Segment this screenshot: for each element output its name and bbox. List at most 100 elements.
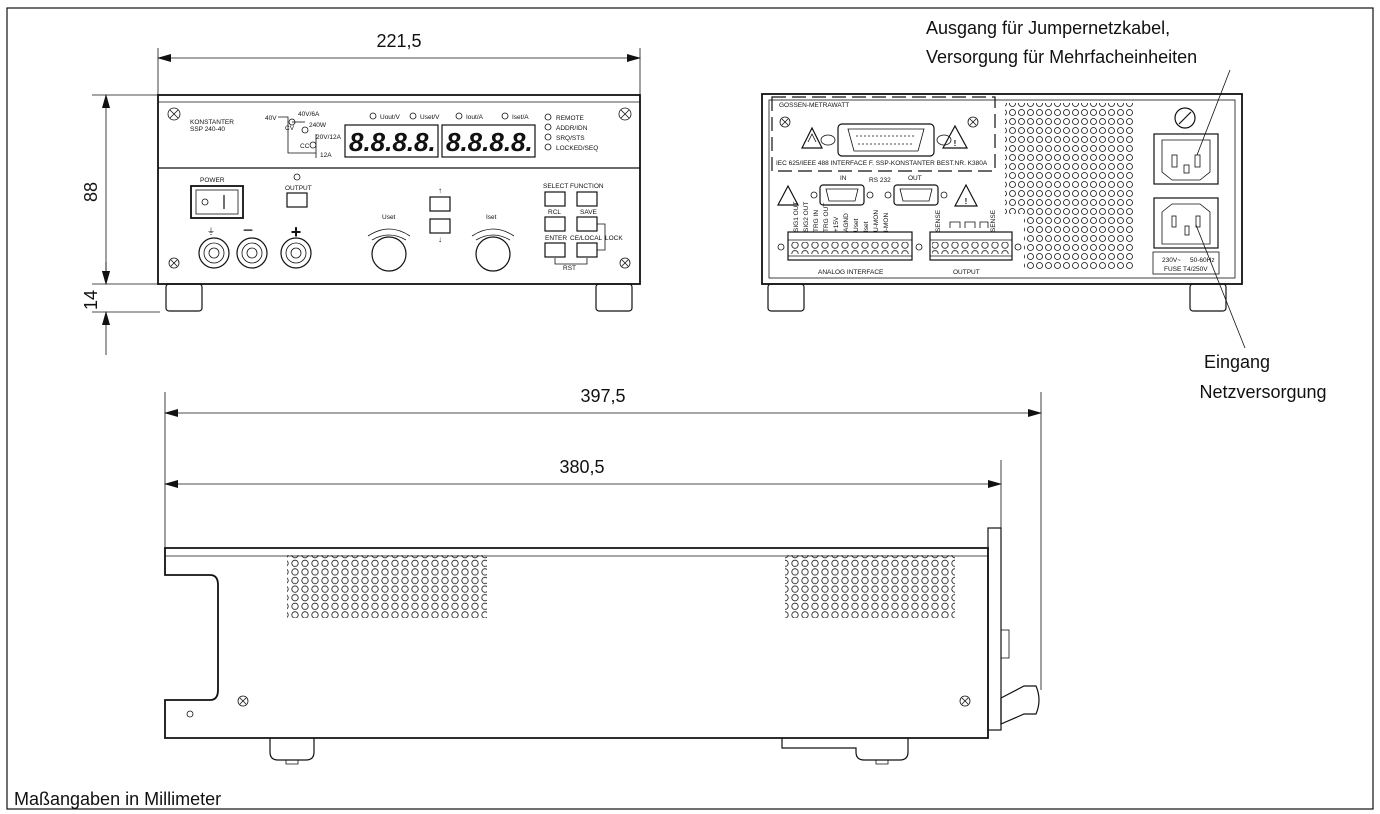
width-dimension-label: 221,5 — [376, 31, 421, 51]
output-terminals: ⏚ − + — [198, 220, 312, 269]
depth-dimension-body: 380,5 — [164, 457, 1002, 548]
front-foot-left — [165, 283, 203, 312]
output-label: OUTPUT — [285, 185, 312, 192]
callout-input-line2: Netzversorgung — [1199, 382, 1326, 402]
analog-pin-labels: SIG1 OUT SIG2 OUT TRG IN TRG OUT +15V AG… — [793, 202, 997, 232]
fuse-holder — [1174, 107, 1196, 129]
status-addr: ADDR/IDN — [556, 125, 588, 132]
front-foot-right — [595, 283, 633, 312]
function-keys: SELECT FUNCTION RCL SAVE ENTER CE/LOCAL … — [543, 183, 623, 272]
rear-vent-grille — [1005, 103, 1135, 270]
status-locked: LOCKED/SEQ — [556, 145, 598, 152]
iset-knob — [475, 236, 511, 272]
pin-sig1: SIG1 OUT — [793, 202, 800, 232]
mode-cc: CC — [300, 143, 310, 150]
up-arrow: ↑ — [438, 186, 442, 195]
callout-output-line2: Versorgung für Mehrfacheinheiten — [926, 47, 1197, 67]
output-button — [286, 192, 308, 208]
mode-cv: CV — [285, 125, 295, 132]
mode-20v-12a: 20V/12A — [316, 134, 342, 141]
callout-input: Eingang Netzversorgung — [1195, 224, 1327, 402]
uset-label: Uset — [382, 214, 396, 221]
display-labels: Uout/V Uset/V Iout/A Iset/A — [369, 112, 529, 121]
analog-interface-label: ANALOG INTERFACE — [818, 269, 884, 276]
plus-symbol: + — [291, 222, 302, 242]
foot-dimension-label: 14 — [81, 290, 101, 310]
input-socket — [1161, 203, 1211, 245]
iset-label: Iset — [486, 214, 497, 221]
pin-sig2: SIG2 OUT — [803, 202, 810, 232]
gpib-connector — [837, 123, 935, 157]
mode-40v: 40V — [265, 115, 277, 122]
status-leds: REMOTE ADDR/IDN SRQ/STS LOCKED/SEQ — [544, 113, 598, 152]
label-uout: Uout/V — [380, 114, 401, 121]
rear-brand: GOSSEN-METRAWATT — [779, 102, 849, 109]
height-dimension-label: 88 — [81, 182, 101, 202]
front-brand: KONSTANTER — [190, 119, 234, 126]
save-label: SAVE — [580, 209, 598, 216]
width-dimension: 221,5 — [157, 31, 641, 95]
current-display-digits: 8.8.8.8. — [446, 127, 533, 157]
label-iset: Iset/A — [512, 114, 529, 121]
mode-12a: 12A — [320, 152, 332, 159]
pin-umon: U-MON — [873, 210, 880, 232]
units-note: Maßangaben in Millimeter — [14, 789, 221, 809]
label-uset: Uset/V — [420, 114, 440, 121]
height-dimension: 88 14 — [81, 94, 160, 355]
rear-foot-left — [767, 283, 805, 312]
minus-symbol: − — [243, 220, 254, 240]
rating-plate — [1152, 251, 1220, 275]
power-label: POWER — [200, 177, 225, 184]
enter-label: ENTER — [545, 235, 567, 242]
analog-terminal-strip — [777, 231, 923, 261]
rear-foot-right — [1189, 283, 1227, 312]
pin-uset: Uset — [853, 218, 860, 232]
status-remote: REMOTE — [556, 115, 584, 122]
pin-trg-in: TRG IN — [813, 210, 820, 232]
callout-input-line1: Eingang — [1204, 352, 1270, 372]
rs232-out-label: OUT — [908, 175, 922, 182]
callout-output-line1: Ausgang für Jumpernetzkabel, — [926, 18, 1170, 38]
uset-knob — [371, 236, 407, 272]
power-switch — [190, 185, 244, 219]
output-strip-label: OUTPUT — [953, 269, 980, 276]
mode-240w: 240W — [309, 122, 327, 129]
depth-body-label: 380,5 — [559, 457, 604, 477]
down-arrow: ↓ — [438, 235, 442, 244]
rear-view: GOSSEN-METRAWATT ! IEC 625/IEEE 488 INTE… — [761, 93, 1243, 312]
rating-frequency: 50-60Hz — [1190, 257, 1215, 264]
output-socket-housing — [1153, 133, 1219, 185]
status-srq: SRQ/STS — [556, 135, 585, 142]
pin-15v: +15V — [833, 216, 840, 232]
pin-sense-2: SENSE — [990, 209, 997, 232]
rating-fuse: FUSE T4/250V — [1164, 266, 1208, 273]
output-terminal-strip — [929, 231, 1022, 261]
pin-agnd: AGND — [843, 213, 850, 232]
mode-40v-6a: 40V/6A — [298, 111, 320, 118]
select-label: SELECT — [543, 183, 568, 190]
rs232-label: RS 232 — [869, 177, 891, 184]
pin-trg-out: TRG OUT — [823, 203, 830, 232]
output-socket — [1161, 139, 1211, 181]
depth-dimension-total: 397,5 — [164, 386, 1042, 690]
drawing-frame — [6, 7, 1374, 810]
rst-label: RST — [563, 265, 576, 272]
function-label: FUNCTION — [570, 183, 604, 190]
svg-text:!: ! — [954, 139, 957, 148]
input-socket-housing — [1153, 197, 1219, 249]
up-button — [429, 196, 451, 212]
rs232-in-connector — [819, 184, 865, 206]
interface-label: IEC 625/IEEE 488 INTERFACE F. SSP-KONSTA… — [776, 160, 988, 167]
front-model: SSP 240-40 — [190, 126, 225, 133]
side-view — [164, 527, 1040, 765]
side-vent-left — [287, 555, 487, 618]
rating-voltage: 230V~ — [1162, 257, 1181, 264]
mode-diagram: 40V 40V/6A CV 240W 20V/12A CC 12A — [265, 111, 342, 159]
voltage-display-digits: 8.8.8.8. — [349, 127, 436, 157]
callout-output: Ausgang für Jumpernetzkabel, Versorgung … — [926, 18, 1231, 156]
pin-imon: I-MON — [883, 213, 890, 232]
current-display — [441, 124, 536, 158]
label-iout: Iout/A — [466, 114, 484, 121]
depth-total-label: 397,5 — [580, 386, 625, 406]
